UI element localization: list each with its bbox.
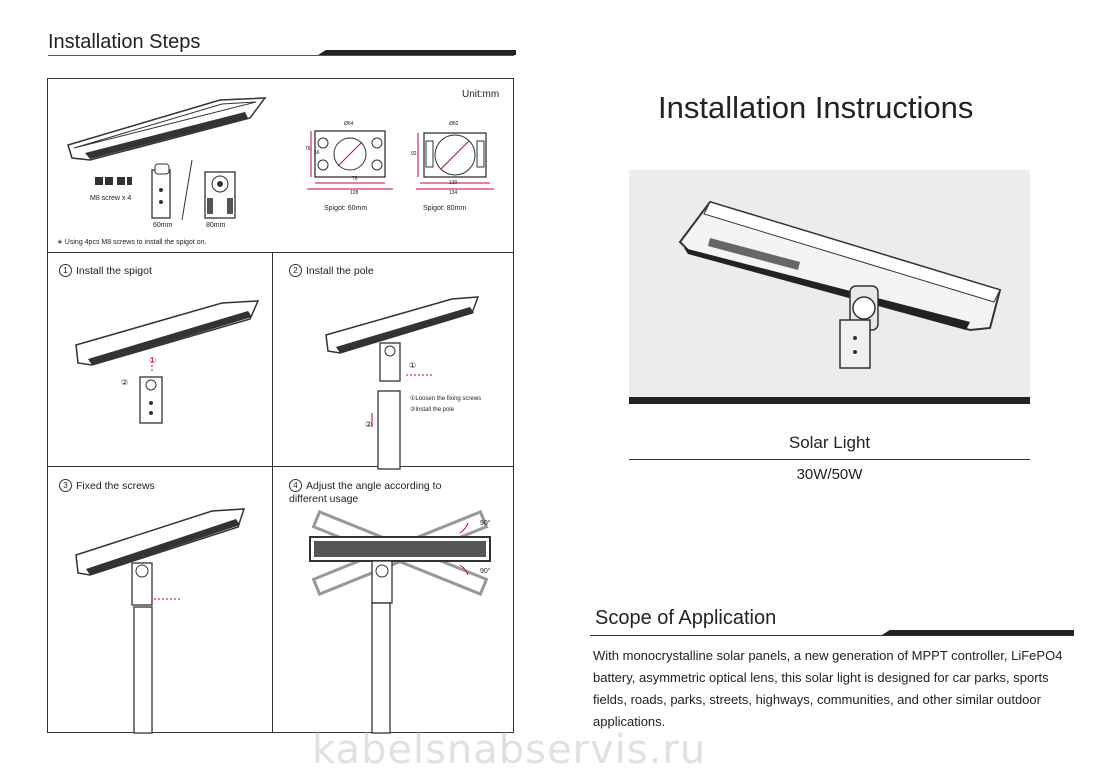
step-1-callout-2: ② [121, 378, 129, 387]
step-2-drawing [325, 296, 480, 470]
unit-label: Unit:mm [462, 89, 500, 100]
dim-60-width-outer: 128 [350, 190, 359, 196]
step-4-number: 4 [289, 479, 302, 492]
pole-note-2: ②Install the pole [410, 407, 455, 413]
frame-divider-top [47, 252, 514, 253]
scope-underline [590, 635, 1074, 636]
photo-bottom-bar [629, 397, 1030, 404]
pole-note-1: ①Loosen the fixing screws [410, 396, 482, 402]
solar-light-render [678, 200, 1002, 369]
step-4-drawing [309, 509, 491, 734]
spigot-80-dimension-drawing [416, 132, 494, 190]
dim-80-diameter: Ø82 [449, 121, 459, 127]
spigot-80-caption: Spigot: 80mm [423, 205, 467, 212]
step-3-number: 3 [59, 479, 72, 492]
step-1-callout-1: ① [149, 356, 157, 365]
spigot-60-caption: Spigot: 60mm [324, 205, 368, 212]
frame-divider-middle [47, 466, 514, 467]
step-2-callout-1: ① [409, 361, 417, 370]
dim-80-width-inner: 130 [449, 180, 458, 186]
instructions-frame [47, 78, 514, 733]
spigot-size-80: 80mm [206, 222, 226, 229]
screws-icon [95, 177, 132, 185]
spigot-side-drawings [151, 159, 236, 221]
step-1-drawing [75, 300, 260, 424]
step-2-number: 2 [289, 264, 302, 277]
step-4-text: Adjust the angle according to different … [289, 480, 442, 505]
heading-underline [48, 55, 514, 56]
spigot-size-60: 60mm [153, 222, 173, 229]
step-2-callout-2: ② [365, 420, 373, 429]
step-1-text: Install the spigot [76, 265, 152, 277]
scope-text: With monocrystalline solar panels, a new… [593, 648, 1063, 729]
step-3-text: Fixed the screws [76, 480, 155, 492]
dim-60-height2: 56 [314, 150, 320, 156]
page-title: Installation Instructions [658, 90, 974, 125]
scope-heading: Scope of Application [595, 607, 777, 629]
angle-label-down: 90° [480, 568, 491, 575]
angle-label-up: 90° [480, 520, 491, 527]
spigot-60-dimension-drawing [307, 130, 393, 190]
dim-80-height: 92 [411, 151, 417, 157]
product-name-divider [629, 459, 1030, 460]
frame-divider-vertical [272, 252, 273, 733]
installation-steps-heading: Installation Steps [48, 31, 201, 53]
screw-label: M8 screw x 4 [90, 195, 132, 202]
install-note: ∗ Using 4pcs M8 screws to install the sp… [57, 239, 207, 246]
heading-accent-bar [318, 50, 516, 55]
step-3-drawing [75, 508, 246, 734]
product-name: Solar Light [788, 433, 871, 452]
dim-60-diameter: Ø64 [344, 121, 354, 127]
scope-accent-bar [882, 630, 1074, 635]
watermark: kabelsnabservis.ru [312, 727, 707, 773]
step-2-label: 2 Install the pole [289, 264, 374, 278]
step-1-label: 1 Install the spigot [59, 264, 152, 278]
step-3-label: 3 Fixed the screws [59, 479, 155, 493]
dim-80-width-outer: 134 [449, 190, 458, 196]
dim-60-height1: 76 [305, 146, 311, 152]
product-wattage: 30W/50W [796, 466, 863, 483]
step-2-text: Install the pole [306, 265, 374, 277]
step-1-number: 1 [59, 264, 72, 277]
lamp-top-drawing [67, 97, 267, 161]
dim-60-width-inner: 76 [352, 176, 358, 182]
